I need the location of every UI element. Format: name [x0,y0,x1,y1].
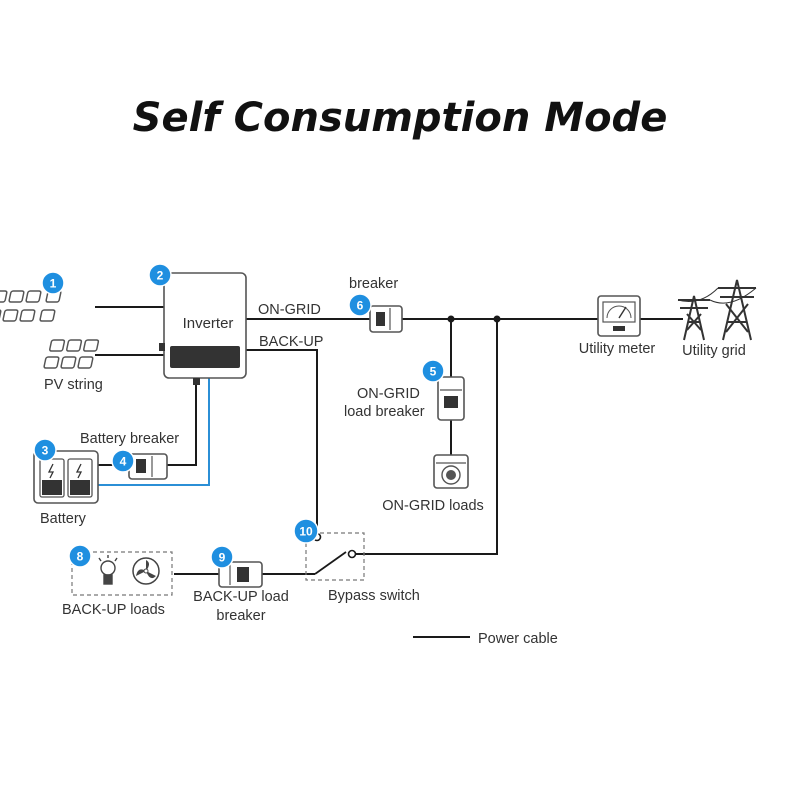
svg-text:10: 10 [299,525,313,539]
svg-text:8: 8 [77,550,84,564]
on-grid-load-breaker-label-2: load breaker [344,404,425,420]
pv-string-label: PV string [44,377,103,393]
battery-label: Battery [40,511,87,527]
backup-loads-group [71,551,173,596]
svg-text:1: 1 [50,277,57,291]
junction-dot [447,315,455,323]
backup-load-breaker-label-2: breaker [216,608,265,624]
utility-meter-label: Utility meter [579,341,656,357]
back-up-label: BACK-UP [259,334,323,350]
legend-power-cable-label: Power cable [478,631,558,647]
utility-grid-label: Utility grid [682,343,746,359]
solar-panel-icon [0,290,100,369]
breaker-icon [369,305,403,333]
power-tower-icon [677,279,757,341]
number-badge-9: 9 [210,545,234,569]
number-badge-3: 3 [33,438,57,462]
page-title: Self Consumption Mode [133,95,668,141]
bypass-switch-label: Bypass switch [328,588,420,604]
breaker-icon [218,561,263,588]
backup-cable [246,349,318,536]
breaker-icon [128,453,168,480]
svg-text:3: 3 [42,444,49,458]
on-grid-load-breaker-label-1: ON-GRID [357,386,420,402]
number-badge-2: 2 [148,263,172,287]
svg-text:6: 6 [357,299,364,313]
backup-load-breaker-label-1: BACK-UP load [193,589,289,605]
svg-text:5: 5 [430,365,437,379]
backup-loads-label: BACK-UP loads [62,602,165,618]
breaker-icon [437,376,465,421]
svg-text:2: 2 [157,269,164,283]
on-grid-loads-label: ON-GRID loads [382,498,484,514]
inverter-label: Inverter [183,315,234,332]
washing-machine-icon [433,454,469,489]
number-badge-10: 10 [293,518,319,544]
svg-text:4: 4 [120,455,127,469]
on-grid-label: ON-GRID [258,302,321,318]
number-badge-8: 8 [68,544,92,568]
fan-icon [132,557,160,585]
svg-text:9: 9 [219,551,226,565]
breaker-label: breaker [349,276,398,292]
number-badge-6: 6 [348,293,372,317]
inverter-icon [159,272,247,385]
number-badge-1: 1 [41,271,65,295]
grid-to-bypass-cable [353,319,498,555]
battery-icon [33,450,99,504]
lightbulb-icon [98,555,118,585]
battery-cable-blue [98,378,210,486]
utility-meter-icon [597,295,641,337]
battery-cable-black [167,378,197,466]
number-badge-4: 4 [111,449,135,473]
junction-dot [493,315,501,323]
battery-breaker-label: Battery breaker [80,431,179,447]
legend: Power cable [413,631,558,647]
number-badge-5: 5 [421,359,445,383]
